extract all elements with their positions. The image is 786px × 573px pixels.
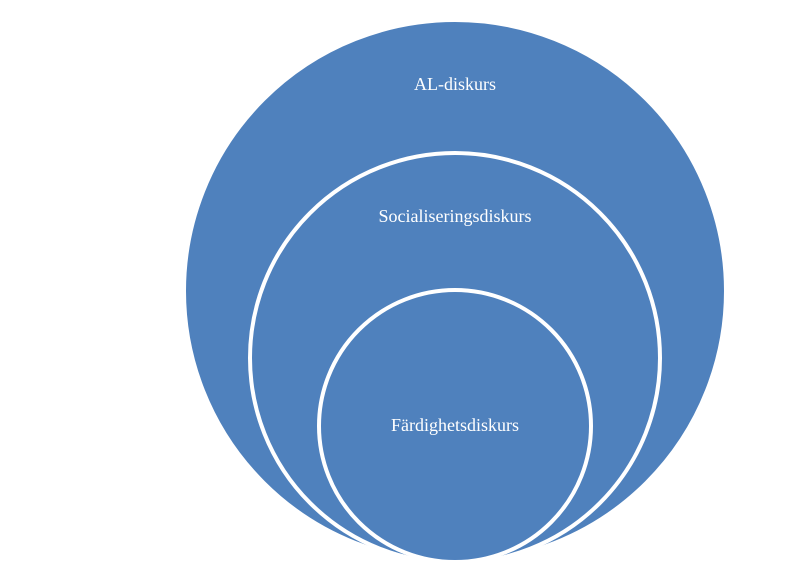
outer-circle-label: AL-diskurs [414,74,496,94]
middle-circle-label: Socialiseringsdiskurs [379,206,532,226]
inner-circle-label: Färdighetsdiskurs [391,415,519,435]
inner-circle-fardighetsdiskurs [317,288,593,564]
